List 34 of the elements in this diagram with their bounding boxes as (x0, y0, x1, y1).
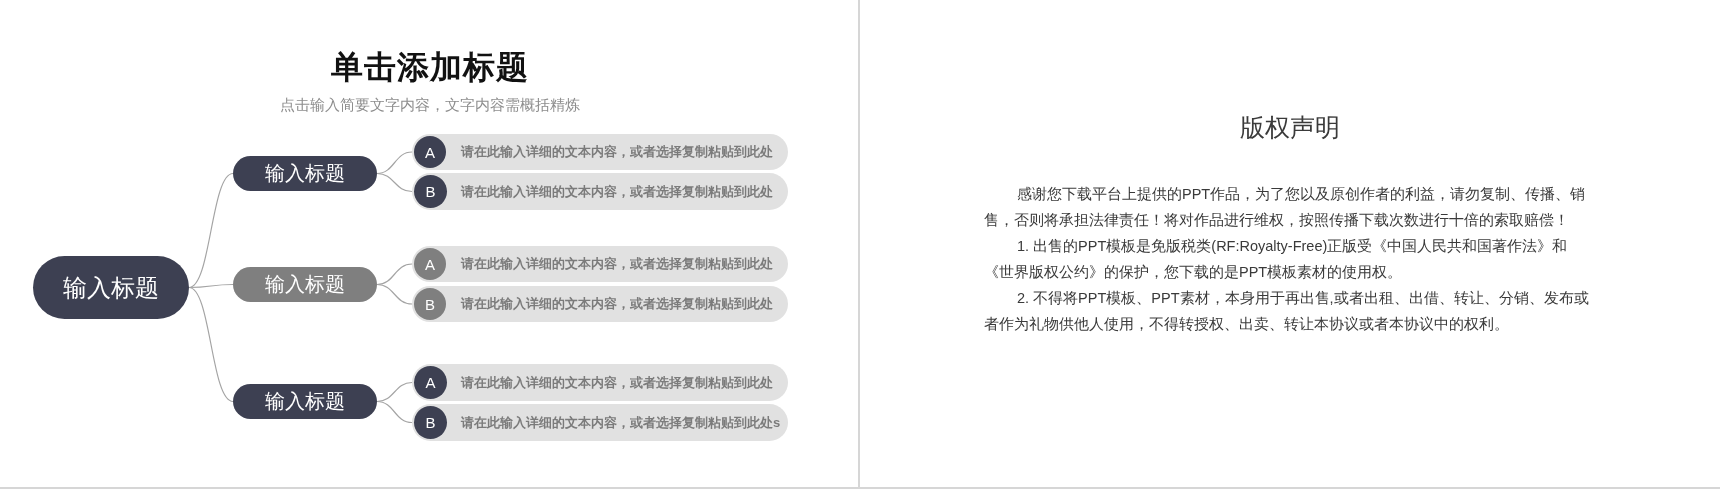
paragraph: 2. 不得将PPT模板、PPT素材，本身用于再出售,或者出租、出借、转让、分销、发布或者作为礼物供他人使用，不得转授权、出卖、转让本协议或者本协议中的权利。 (984, 289, 1590, 334)
letter-circle: A (414, 366, 447, 399)
letter-circle: A (414, 136, 446, 168)
topic-pill: 输入标题 (233, 267, 377, 302)
item-text: 请在此输入详细的文本内容，或者选择复制粘贴到此处 (461, 255, 773, 273)
item-text: 请在此输入详细的文本内容，或者选择复制粘贴到此处 (461, 143, 773, 161)
item-pill (412, 134, 788, 170)
letter-circle: B (414, 406, 447, 439)
topic-pill: 输入标题 (233, 156, 377, 191)
subtitle: 点击输入简要文字内容，文字内容需概括精炼 (280, 95, 580, 115)
item-text: 请在此输入详细的文本内容，或者选择复制粘贴到此处 (461, 183, 773, 201)
paragraph: 1. 出售的PPT模板是免版税类(RF:Royalty-Free)正版受《中国人民共和国著作法》和《世界版权公约》的保护，您下载的是PPT模板素材的使用权。 (984, 237, 1569, 282)
heading: 版权声明 (1240, 112, 1340, 143)
connector-line (376, 283, 413, 305)
item-pill (412, 246, 788, 282)
connector-line (376, 400, 413, 424)
item-pill (412, 286, 788, 322)
topic-pill: 输入标题 (233, 384, 377, 419)
connector-line (376, 263, 413, 286)
root-topic: 输入标题 (33, 256, 189, 319)
connector-line (188, 172, 234, 289)
item-text: 请在此输入详细的文本内容，或者选择复制粘贴到此处 (461, 295, 773, 313)
slide-title: 单击添加标题 (331, 48, 529, 87)
paragraph: 感谢您下载平台上提供的PPT作品，为了您以及原创作者的利益，请勿复制、传播、销售，否则将承担法律责任！将对作品进行维权，按照传播下载次数进行十倍的索取赔偿！ (984, 185, 1587, 230)
item-text: 请在此输入详细的文本内容，或者选择复制粘贴到此处s (461, 414, 781, 432)
letter-circle: B (414, 288, 446, 320)
letter-circle: B (414, 175, 447, 208)
item-text: 请在此输入详细的文本内容，或者选择复制粘贴到此处 (461, 374, 773, 392)
item-pill (412, 173, 788, 210)
connector-line (188, 286, 234, 403)
item-pill (412, 364, 788, 401)
letter-circle: A (414, 248, 446, 280)
connector-line (376, 172, 413, 193)
item-pill (412, 404, 788, 441)
